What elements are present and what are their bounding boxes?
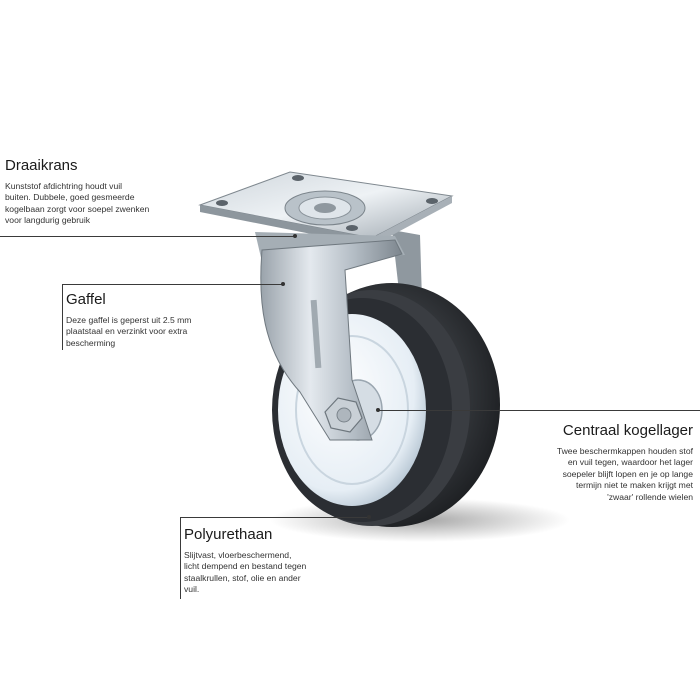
text-line: Kunststof afdichtring houdt vuil [5, 181, 123, 191]
text-line: staalkrullen, stof, olie en ander [184, 572, 301, 583]
text-line: Twee beschermkappen houden stof [556, 446, 693, 456]
callout-kogellager: Centraal kogellager Twee beschermkappen … [493, 422, 693, 503]
text-line: voor langdurig gebruik [5, 215, 91, 226]
callout-title-polyurethaan: Polyurethaan [184, 526, 273, 543]
callout-polyurethaan: Polyurethaan Slijtvast, vloerbeschermend… [184, 526, 354, 596]
text-line: bescherming [66, 337, 116, 348]
callout-gaffel: Gaffel Deze gaffel is geperst uit 2.5 mm… [66, 291, 256, 349]
callout-title-gaffel: Gaffel [66, 291, 106, 308]
leader-line-polyurethaan-horizontal [180, 517, 370, 518]
callout-text-draaikrans: Kunststof afdichtring houdt vuil buiten.… [5, 181, 205, 227]
callout-title-draaikrans: Draaikrans [5, 157, 78, 174]
text-line: soepeler blijft lopen en je op lange [562, 468, 693, 479]
text-line: 'zwaar' rollende wielen [607, 491, 693, 502]
text-line: plaatstaal en verzinkt voor extra [66, 326, 188, 337]
leader-dot-draaikrans [293, 234, 297, 238]
callout-title-kogellager: Centraal kogellager [562, 422, 693, 439]
leader-line-gaffel-vertical [62, 284, 63, 350]
text-line: termijn niet te maken krijgt met [575, 480, 693, 491]
leader-dot-kogellager [376, 408, 380, 412]
text-line: licht dempend en bestand tegen [184, 561, 307, 572]
callout-draaikrans: Draaikrans Kunststof afdichtring houdt v… [5, 157, 205, 227]
text-line: buiten. Dubbele, goed gesmeerde [5, 192, 135, 203]
leader-line-gaffel-horizontal [62, 284, 284, 285]
leader-dot-gaffel [281, 282, 285, 286]
text-line: kogelbaan zorgt voor soepel zwenken [5, 203, 150, 214]
text-line: Slijtvast, vloerbeschermend, [184, 550, 292, 560]
callout-text-gaffel: Deze gaffel is geperst uit 2.5 mm plaats… [66, 315, 256, 349]
leader-line-draaikrans [0, 236, 296, 237]
text-line: vuil. [184, 584, 200, 595]
text-line: en vuil tegen, waardoor het lager [567, 457, 693, 468]
callout-text-kogellager: Twee beschermkappen houden stof en vuil … [493, 446, 693, 503]
leader-line-polyurethaan-vertical [180, 517, 181, 599]
text-line: Deze gaffel is geperst uit 2.5 mm [66, 315, 192, 325]
leader-line-kogellager [378, 410, 700, 411]
callout-text-polyurethaan: Slijtvast, vloerbeschermend, licht dempe… [184, 550, 354, 596]
leader-dot-polyurethaan [367, 515, 371, 519]
